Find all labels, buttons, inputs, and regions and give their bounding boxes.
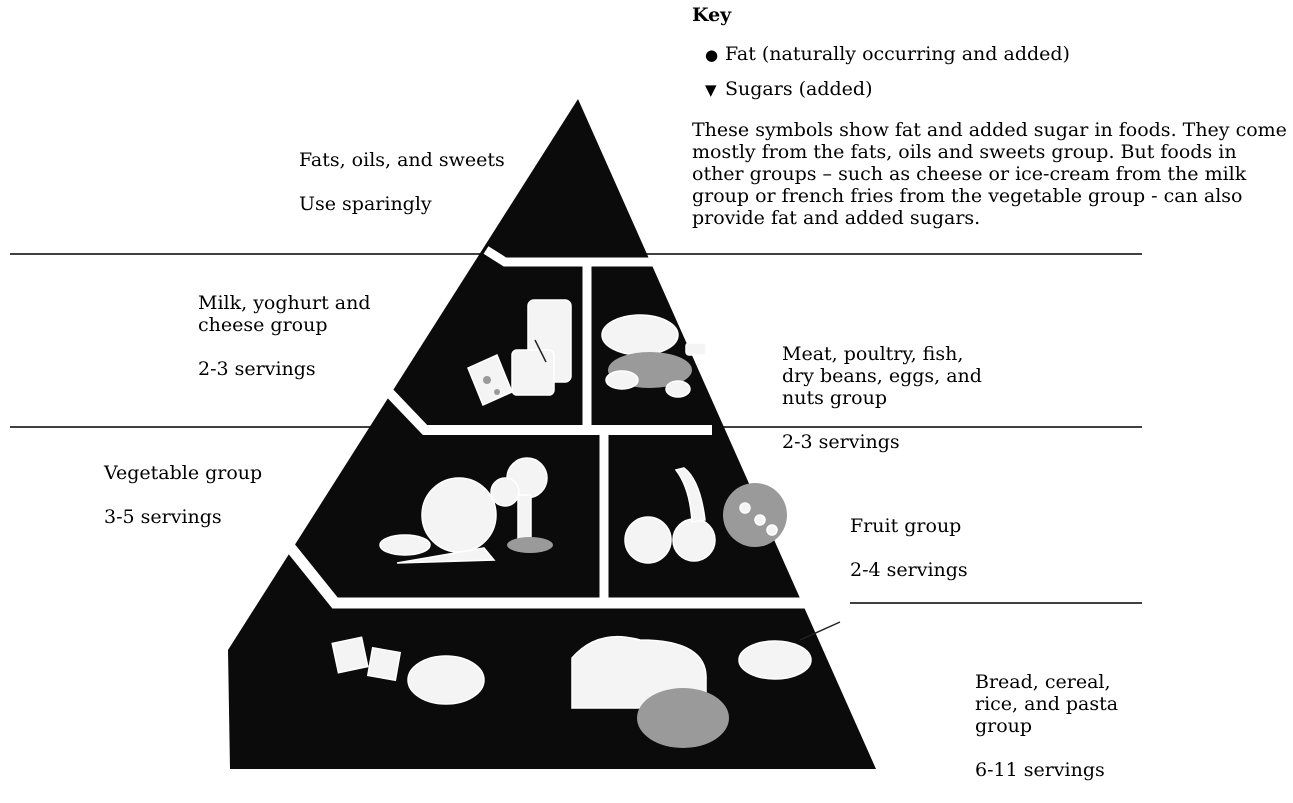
fat-dot-icon: ● (705, 44, 725, 66)
fruit-group-label: Fruit group 2-4 servings (850, 493, 968, 603)
fats-group-servings: Use sparingly (299, 193, 505, 215)
meat-group-name: Meat, poultry, fish, dry beans, eggs, an… (782, 343, 982, 409)
key-title: Key (692, 4, 731, 26)
milk-group-servings: 2-3 servings (198, 358, 371, 380)
vegetable-group-servings: 3-5 servings (104, 506, 262, 528)
key-item-fat: ●Fat (naturally occurring and added) (705, 43, 1070, 66)
bread-group-label: Bread, cereal, rice, and pasta group 6-1… (975, 649, 1118, 803)
key-item-fat-label: Fat (naturally occurring and added) (725, 43, 1070, 65)
bread-group-name: Bread, cereal, rice, and pasta group (975, 671, 1118, 737)
fruit-group-name: Fruit group (850, 515, 968, 537)
meat-group-label: Meat, poultry, fish, dry beans, eggs, an… (782, 321, 982, 475)
meat-group-servings: 2-3 servings (782, 431, 982, 453)
bread-group-servings: 6-11 servings (975, 759, 1118, 781)
milk-group-name: Milk, yoghurt and cheese group (198, 292, 371, 336)
fats-group-name: Fats, oils, and sweets (299, 149, 505, 171)
milk-group-label: Milk, yoghurt and cheese group 2-3 servi… (198, 270, 371, 402)
vegetable-group-label: Vegetable group 3-5 servings (104, 440, 262, 550)
fruit-group-servings: 2-4 servings (850, 559, 968, 581)
key-item-sugar: ▼Sugars (added) (705, 78, 873, 101)
key-note: These symbols show fat and added sugar i… (692, 119, 1292, 229)
fats-group-label: Fats, oils, and sweets Use sparingly (299, 127, 505, 237)
key-item-sugar-label: Sugars (added) (725, 78, 873, 100)
sugar-triangle-icon: ▼ (705, 79, 725, 101)
vegetable-group-name: Vegetable group (104, 462, 262, 484)
